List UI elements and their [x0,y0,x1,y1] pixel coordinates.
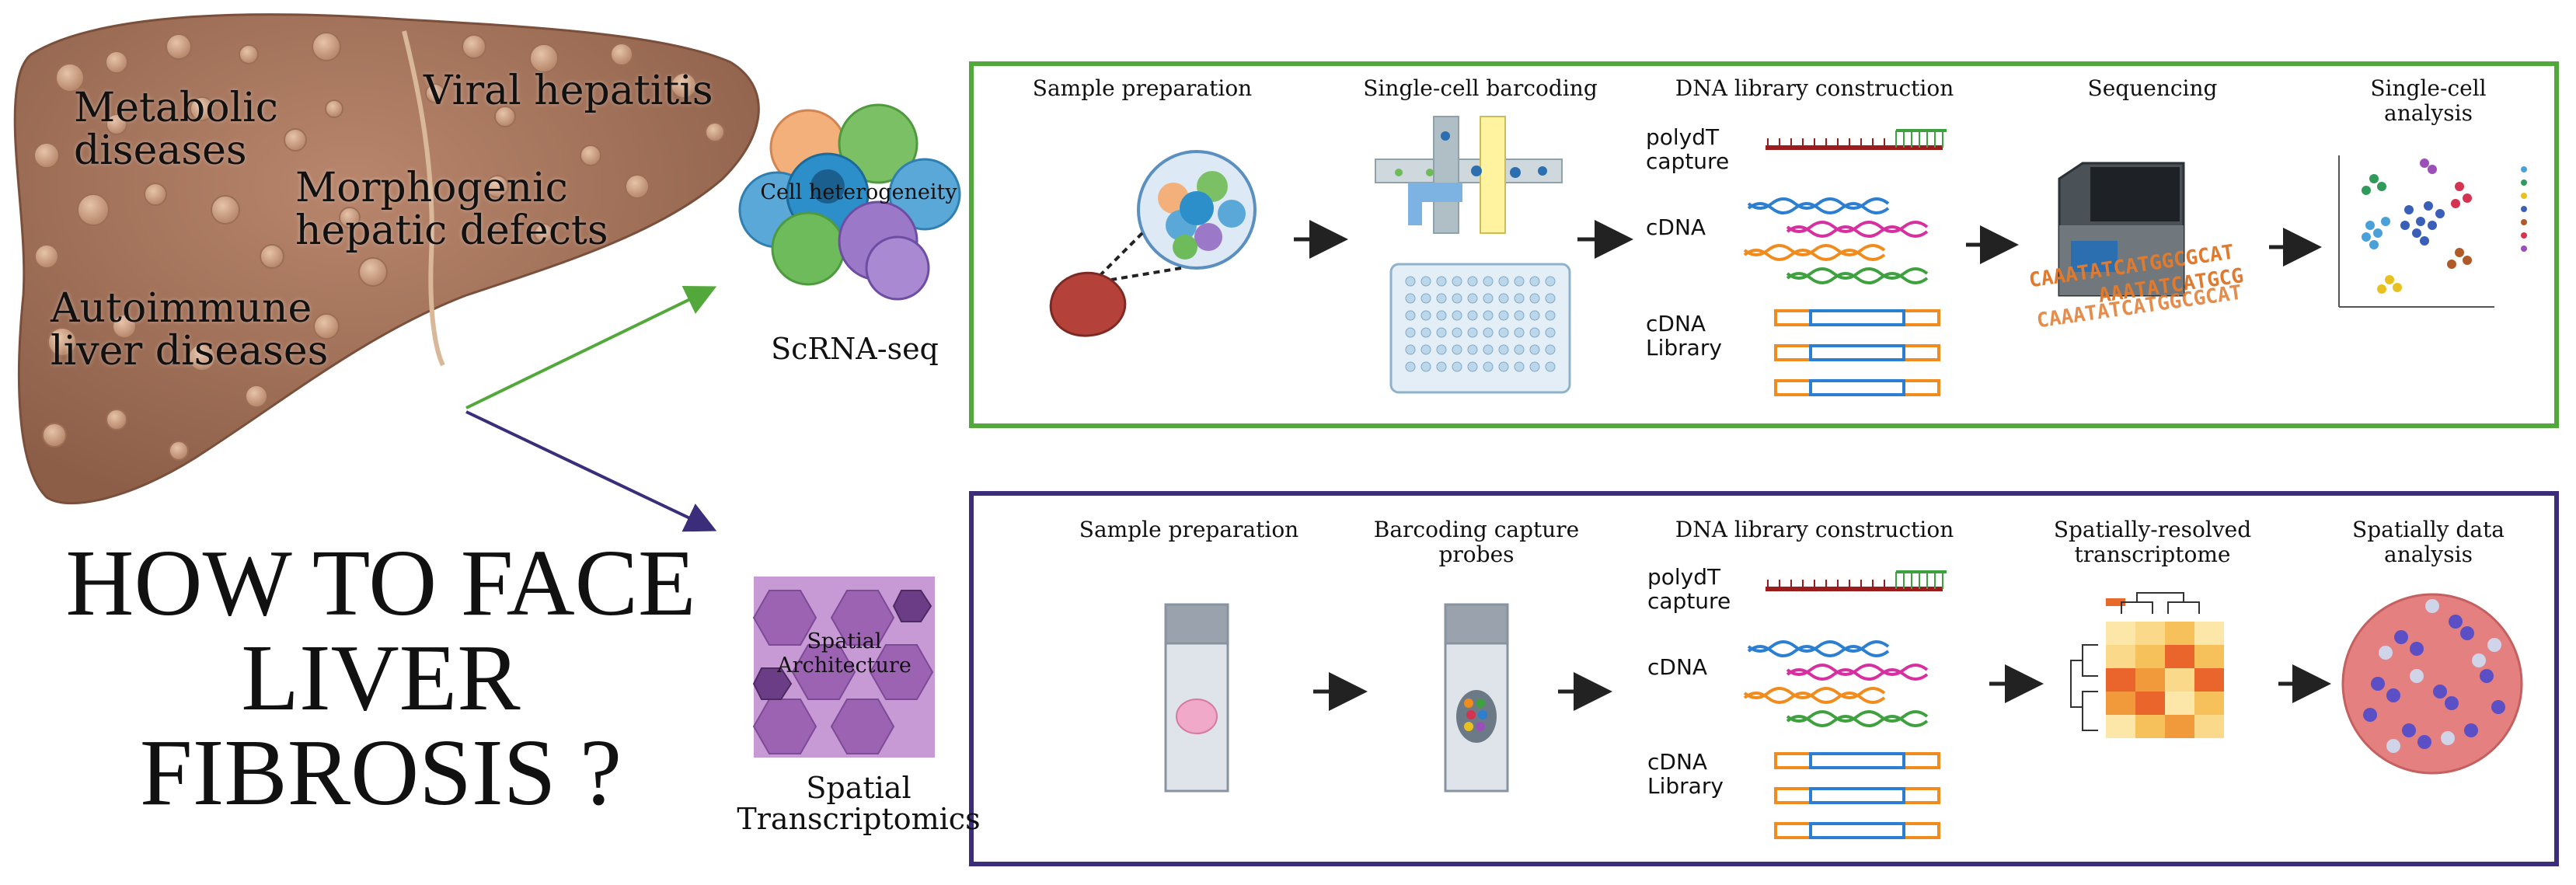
spatial-polydt-label: polydT capture [1647,564,1731,614]
label-metabolic: Metabolic diseases [74,85,278,174]
spatial-step-probes: Barcoding capture probes [1373,517,1580,568]
scrna-box [969,61,2559,428]
probe-slide-icon [1444,603,1509,793]
tube-icon [1375,116,1563,234]
tsne-plot-icon [2338,155,2527,308]
spatial-cdna-label: cDNA [1647,654,1708,680]
label-viral: Viral hepatitis [424,68,713,114]
scrna-step-sequencing: Sequencing [2087,75,2218,101]
scrna-step-barcoding: Single-cell barcoding [1363,75,1598,101]
liver-illustration [13,13,760,505]
spatial-step-sample: Sample preparation [1079,517,1299,542]
spatial-title: Spatial Transcriptomics [737,771,981,836]
spot-map-icon [2341,593,2523,775]
spatial-step-transcriptome: Spatially-resolved transcriptome [2053,517,2252,568]
scrna-step-library: DNA library construction [1675,75,1954,101]
label-morpho: Morphogenic hepatic defects [295,165,608,254]
spatial-architecture-label: Spatial Architecture [777,629,912,678]
heatmap-icon [2070,592,2224,738]
spatial-step-library: DNA library construction [1675,517,1954,542]
scrna-polydt-label: polydT capture [1646,124,1730,174]
label-autoimmune: Autoimmune liver diseases [51,285,329,375]
scrna-cdna-label: cDNA [1646,214,1706,240]
scrna-step-analysis: Single-cell analysis [2370,75,2487,127]
spatial-step-analysis: Spatially data analysis [2352,517,2505,568]
scrna-title: ScRNA-seq [771,332,939,366]
cell-heterogeneity-label: Cell heterogeneity [760,180,957,204]
scrna-library-label: cDNA Library [1646,311,1722,361]
spatial-tissue-icon [752,577,935,758]
sequencer-icon [2058,162,2185,297]
page-question: HOW TO FACE LIVER FIBROSIS ? [65,531,696,825]
sample-prep-cells-icon [1049,150,1257,337]
dna-library-top [1743,129,1947,396]
spatial-box [969,491,2559,866]
well-plate-icon [1389,263,1571,394]
cell-cluster-icon [738,103,961,301]
slide-icon [1164,603,1229,793]
scrna-step-sample: Sample preparation [1032,75,1253,101]
spatial-library-label: cDNA Library [1647,749,1724,799]
dna-library-bottom [1743,570,1947,839]
